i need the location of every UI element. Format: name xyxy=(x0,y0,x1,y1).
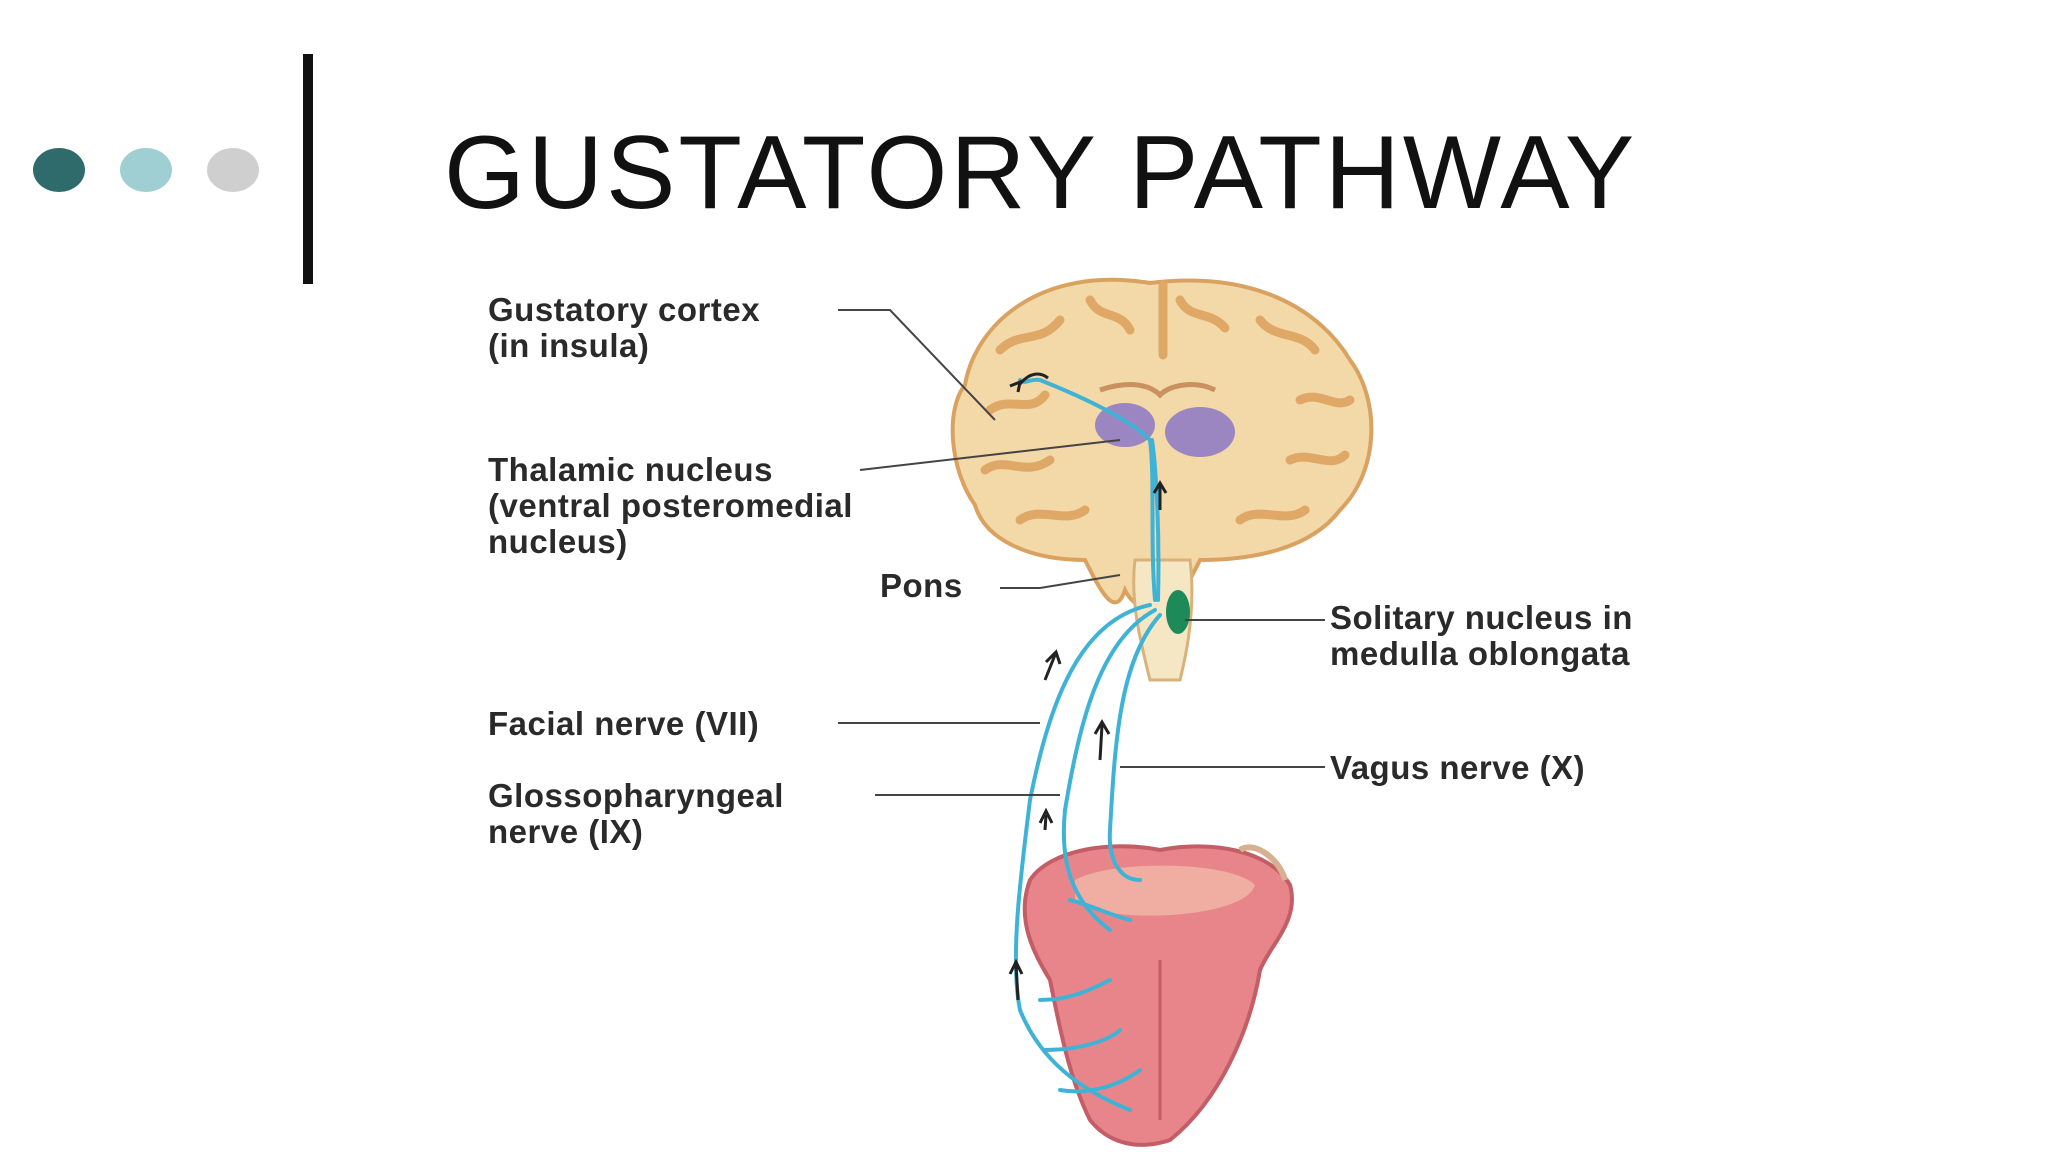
title-divider xyxy=(303,54,313,284)
brain-coronal-section-icon xyxy=(950,277,1374,682)
slide-title: GUSTATORY PATHWAY xyxy=(444,115,1638,231)
label-glossopharyngeal-nerve: Glossopharyngeal nerve (IX) xyxy=(488,777,784,850)
label-gustatory-cortex: Gustatory cortex (in insula) xyxy=(488,291,761,364)
label-pons: Pons xyxy=(880,567,963,604)
label-solitary-nucleus: Solitary nucleus in medulla oblongata xyxy=(1330,599,1633,672)
direction-arrows xyxy=(1008,372,1168,1001)
bullet-dots xyxy=(33,148,263,192)
bullet-dot-gray xyxy=(207,148,259,192)
label-vagus-nerve: Vagus nerve (X) xyxy=(1330,749,1586,786)
label-facial-nerve: Facial nerve (VII) xyxy=(488,705,760,742)
label-thalamic-nucleus: Thalamic nucleus (ventral posteromedial … xyxy=(488,451,853,560)
nerve-paths xyxy=(1013,377,1162,1112)
leader-lines xyxy=(838,309,1325,796)
bullet-dot-light xyxy=(120,148,172,192)
bullet-dot-dark xyxy=(33,148,85,192)
tongue-icon xyxy=(1022,844,1294,1147)
